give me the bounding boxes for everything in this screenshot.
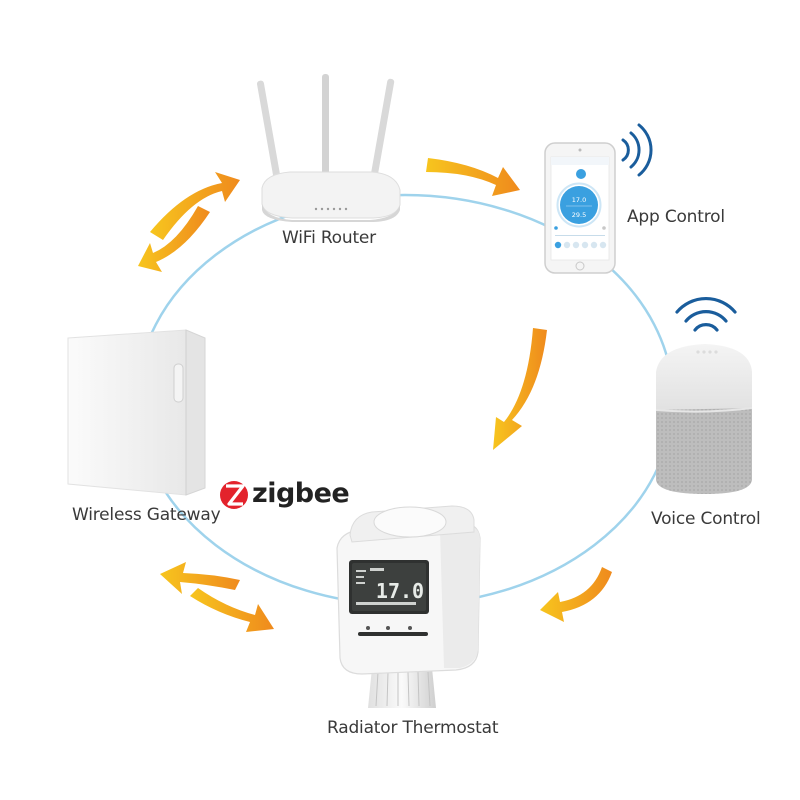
- smart-speaker-device: [655, 344, 753, 494]
- phone-device: 17.0 29.5: [544, 142, 616, 274]
- thermostat-temp-readout: 17.0: [376, 579, 424, 603]
- thermostat-buttons: [366, 626, 412, 630]
- app-current-temp: 29.5: [572, 211, 586, 219]
- voice-control-label: Voice Control: [651, 509, 761, 529]
- arrow-gateway-to-thermostat: [190, 588, 274, 632]
- app-temp-dial: [560, 186, 598, 224]
- speaker-signal-icon: [675, 297, 737, 332]
- app-settings-icon: [576, 169, 586, 179]
- arrow-router-to-app: [426, 158, 520, 196]
- arrow-voice-to-thermostat: [540, 567, 612, 622]
- zigbee-logo-text: zigbee: [252, 478, 350, 509]
- arrow-router-to-gateway: [138, 206, 210, 272]
- arrow-gateway-to-router: [150, 172, 240, 240]
- arrow-thermostat-to-gateway: [160, 562, 240, 594]
- app-set-temp: 17.0: [572, 196, 586, 204]
- gateway-label: Wireless Gateway: [72, 505, 221, 525]
- gateway-device: [67, 329, 206, 496]
- thermostat-device: 17.0: [336, 505, 481, 708]
- arrow-app-to-thermostat: [493, 328, 547, 450]
- app-control-label: App Control: [627, 207, 725, 227]
- router-device: [256, 74, 401, 222]
- zigbee-logo-icon: [220, 481, 248, 509]
- app-signal-icon: [621, 123, 653, 177]
- router-label: WiFi Router: [282, 228, 376, 248]
- app-mode-buttons: [554, 241, 607, 249]
- thermostat-label: Radiator Thermostat: [327, 718, 499, 738]
